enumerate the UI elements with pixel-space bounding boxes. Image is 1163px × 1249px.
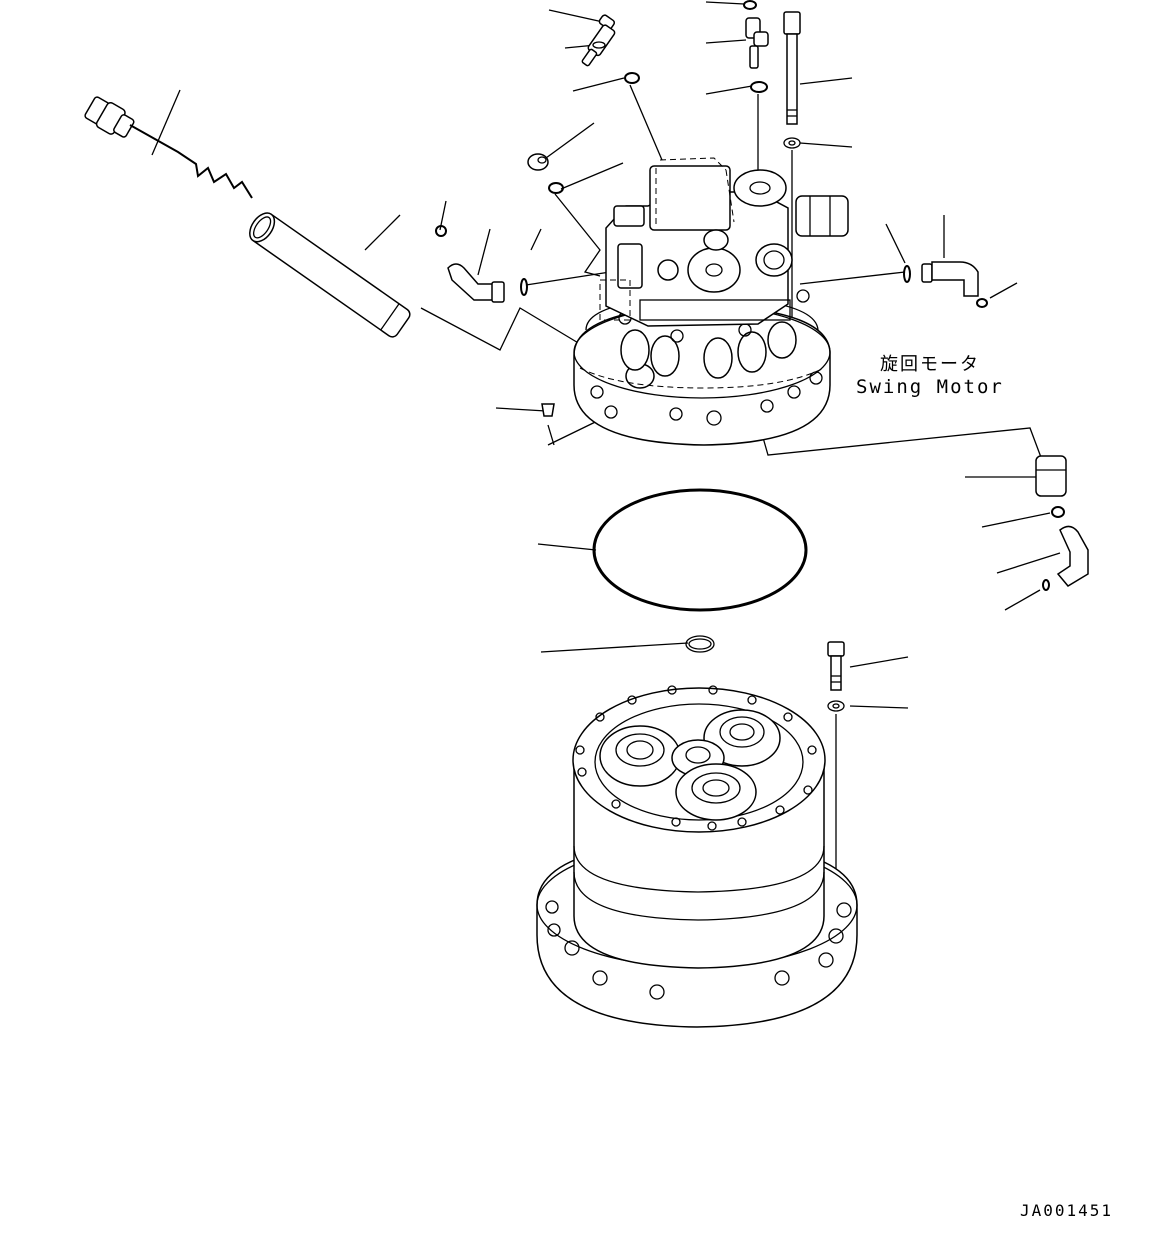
swing-motor-label-english: Swing Motor [856, 376, 1004, 398]
planet-gear-bottom [675, 763, 757, 821]
swing-motor-label-japanese: 旋回モータ [880, 354, 980, 375]
tube [249, 212, 411, 338]
reduction-gear-housing [536, 685, 858, 1028]
sensor-cable [84, 96, 253, 199]
lower-small-parts [685, 635, 845, 712]
planet-gear-left [599, 725, 681, 787]
fittings [435, 0, 1089, 591]
drawing-number: JA001451 [1020, 1201, 1114, 1220]
swing-motor [573, 157, 849, 446]
large-o-ring [592, 488, 808, 612]
